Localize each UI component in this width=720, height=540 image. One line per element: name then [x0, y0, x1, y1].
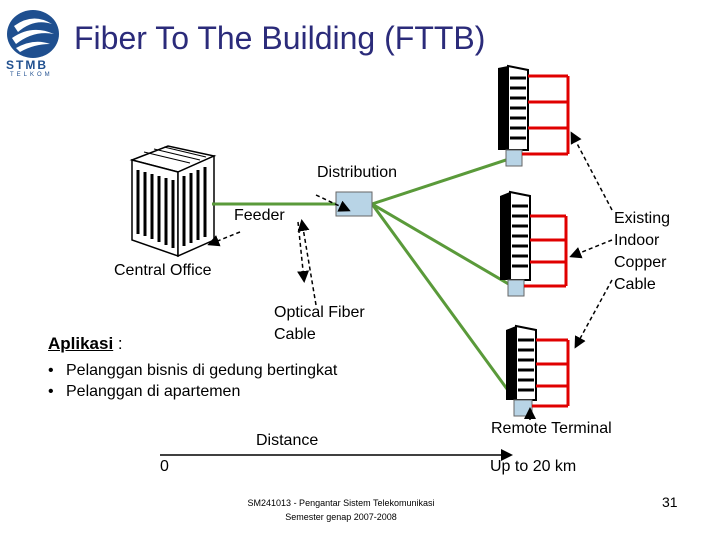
cable-line: Cable	[614, 276, 656, 293]
distance-end-label: Up to 20 km	[490, 458, 577, 475]
aplikasi-heading: Aplikasi :	[48, 334, 123, 354]
copper-wiring-bottom	[532, 338, 570, 408]
footer-line-2: Semester genap 2007-2008	[285, 512, 397, 522]
bullet-icon: •	[48, 362, 54, 379]
indoor-line: Indoor	[614, 232, 660, 249]
list-item-text: Pelanggan bisnis di gedung bertingkat	[66, 362, 338, 379]
remote-building-top-icon	[498, 64, 529, 167]
logo-subtext: TELKOM	[10, 72, 53, 78]
optical-fiber-cable-label: Optical Fiber Cable	[274, 302, 365, 346]
list-item-text: Pelanggan di apartemen	[66, 383, 241, 400]
slide-title: Fiber To The Building (FTTB)	[74, 20, 486, 56]
feeder-label: Feeder	[234, 207, 285, 224]
list-item: • Pelanggan di apartemen	[48, 381, 337, 402]
copper-line: Copper	[614, 254, 667, 271]
aplikasi-heading-text: Aplikasi	[48, 334, 114, 353]
distribution-label: Distribution	[317, 164, 398, 181]
central-office-building-icon	[129, 145, 217, 258]
distribution-fiber-lines	[370, 156, 520, 405]
existing-indoor-copper-cable-label: Existing Indoor Copper Cable	[614, 208, 670, 296]
distance-label: Distance	[256, 432, 319, 449]
optical-cable-line: Cable	[274, 326, 316, 343]
remote-building-bottom-icon	[506, 324, 537, 417]
existing-line: Existing	[614, 210, 671, 227]
logo-text: STMB	[6, 58, 48, 72]
distance-start-label: 0	[160, 458, 169, 475]
copper-wiring-top	[522, 74, 570, 156]
aplikasi-list: • Pelanggan bisnis di gedung bertingkat •…	[48, 360, 337, 402]
distribution-box	[335, 191, 373, 217]
bullet-icon: •	[48, 383, 54, 400]
stmb-logo: STMB TELKOM	[4, 8, 62, 82]
logo-emblem-icon	[7, 10, 59, 58]
page-number: 31	[662, 494, 678, 510]
aplikasi-heading-colon: :	[113, 334, 123, 353]
optical-fiber-line: Optical Fiber	[274, 304, 365, 321]
copper-wiring-middle	[524, 214, 568, 288]
footer-line-1: SM241013 - Pengantar Sistem Telekomunika…	[247, 498, 435, 508]
slide-footer: SM241013 - Pengantar Sistem Telekomunika…	[236, 496, 446, 524]
callout-arrows	[207, 131, 613, 420]
list-item: • Pelanggan bisnis di gedung bertingkat	[48, 360, 337, 381]
remote-terminal-label: Remote Terminal	[491, 420, 612, 437]
remote-building-middle-icon	[500, 190, 531, 297]
central-office-label: Central Office	[114, 262, 212, 279]
